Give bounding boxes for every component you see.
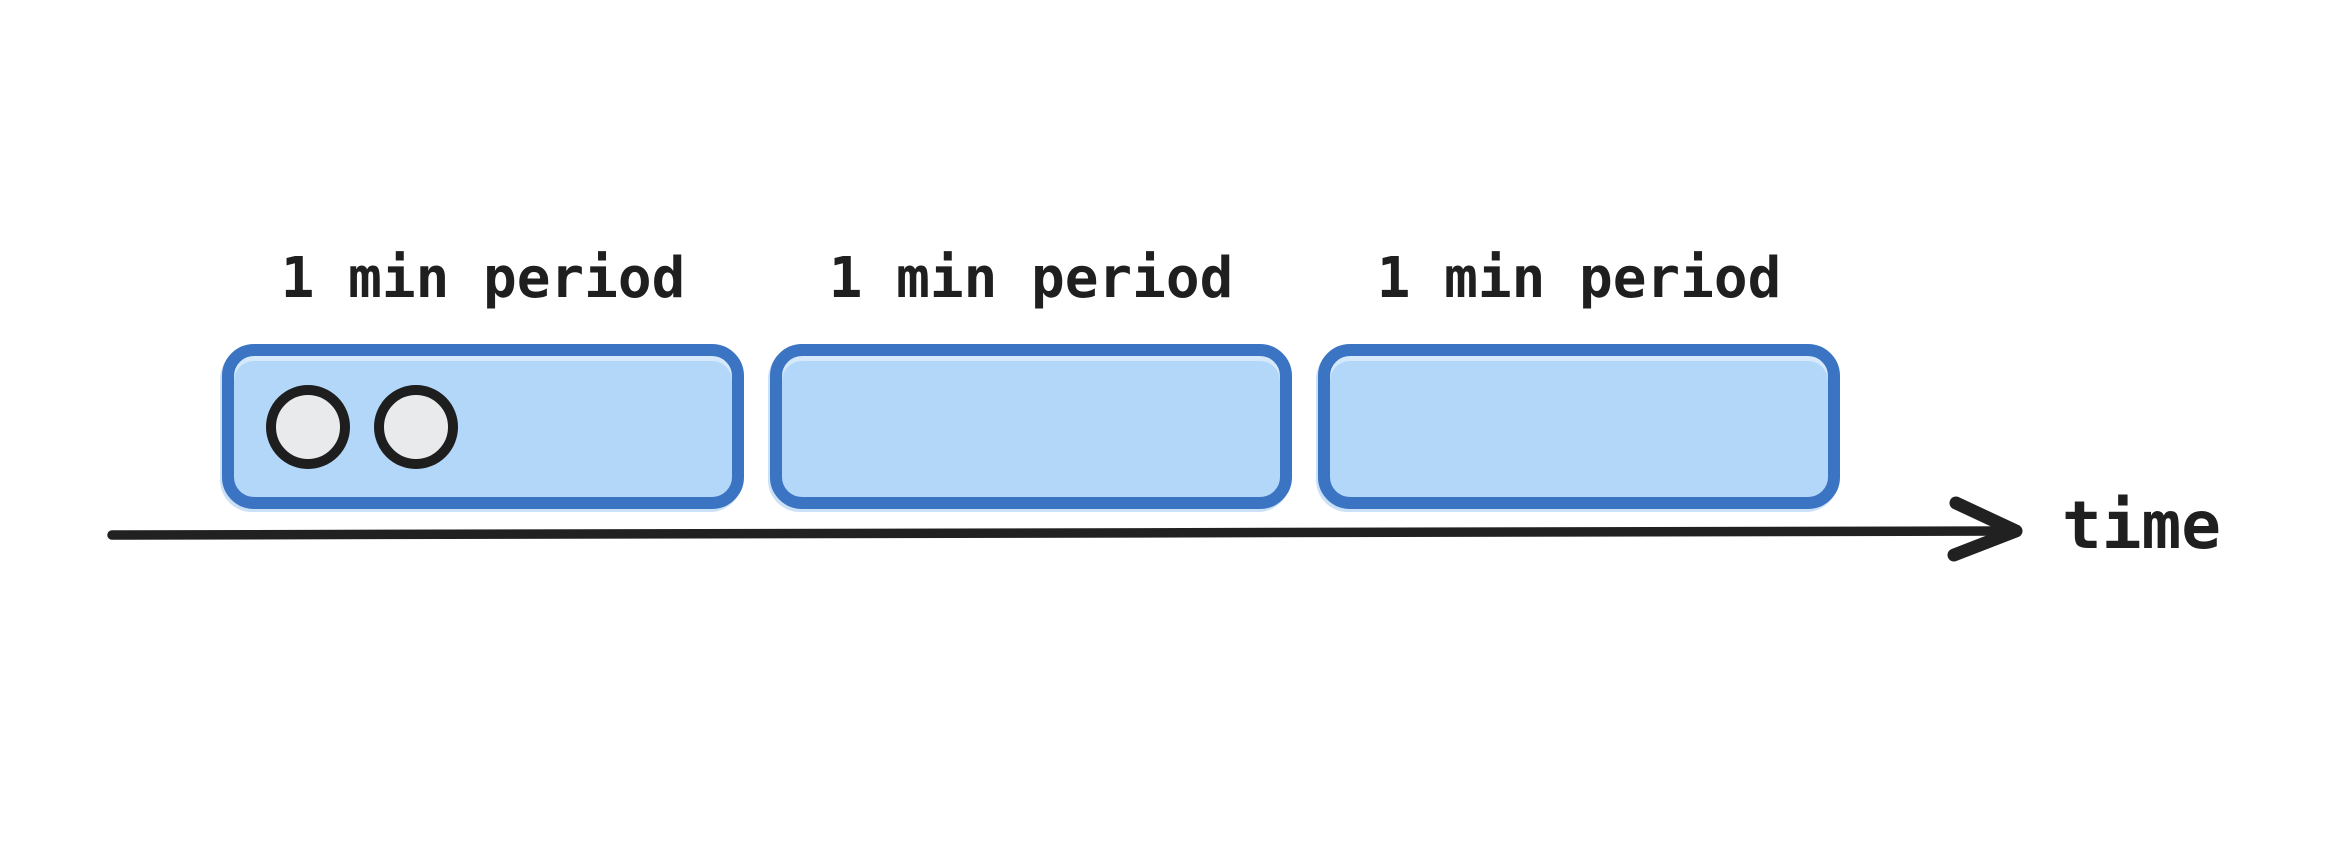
event-circle [374,384,458,469]
time-axis-label: time [2062,487,2221,564]
event-circle [266,384,350,469]
timeline-arrowhead-icon [1947,496,2023,562]
period-group: 1 min period [770,248,1292,509]
period-label: 1 min period [1376,246,1782,311]
period-box [1318,344,1840,509]
period-label: 1 min period [828,246,1234,311]
timeline-arrow-shaft [107,525,2007,540]
period-box [770,344,1292,509]
period-group: 1 min period [1318,248,1840,509]
periods-row: 1 min period 1 min period 1 min period [222,248,1840,509]
period-group: 1 min period [222,248,744,509]
period-label: 1 min period [280,246,686,311]
period-box [222,344,744,509]
